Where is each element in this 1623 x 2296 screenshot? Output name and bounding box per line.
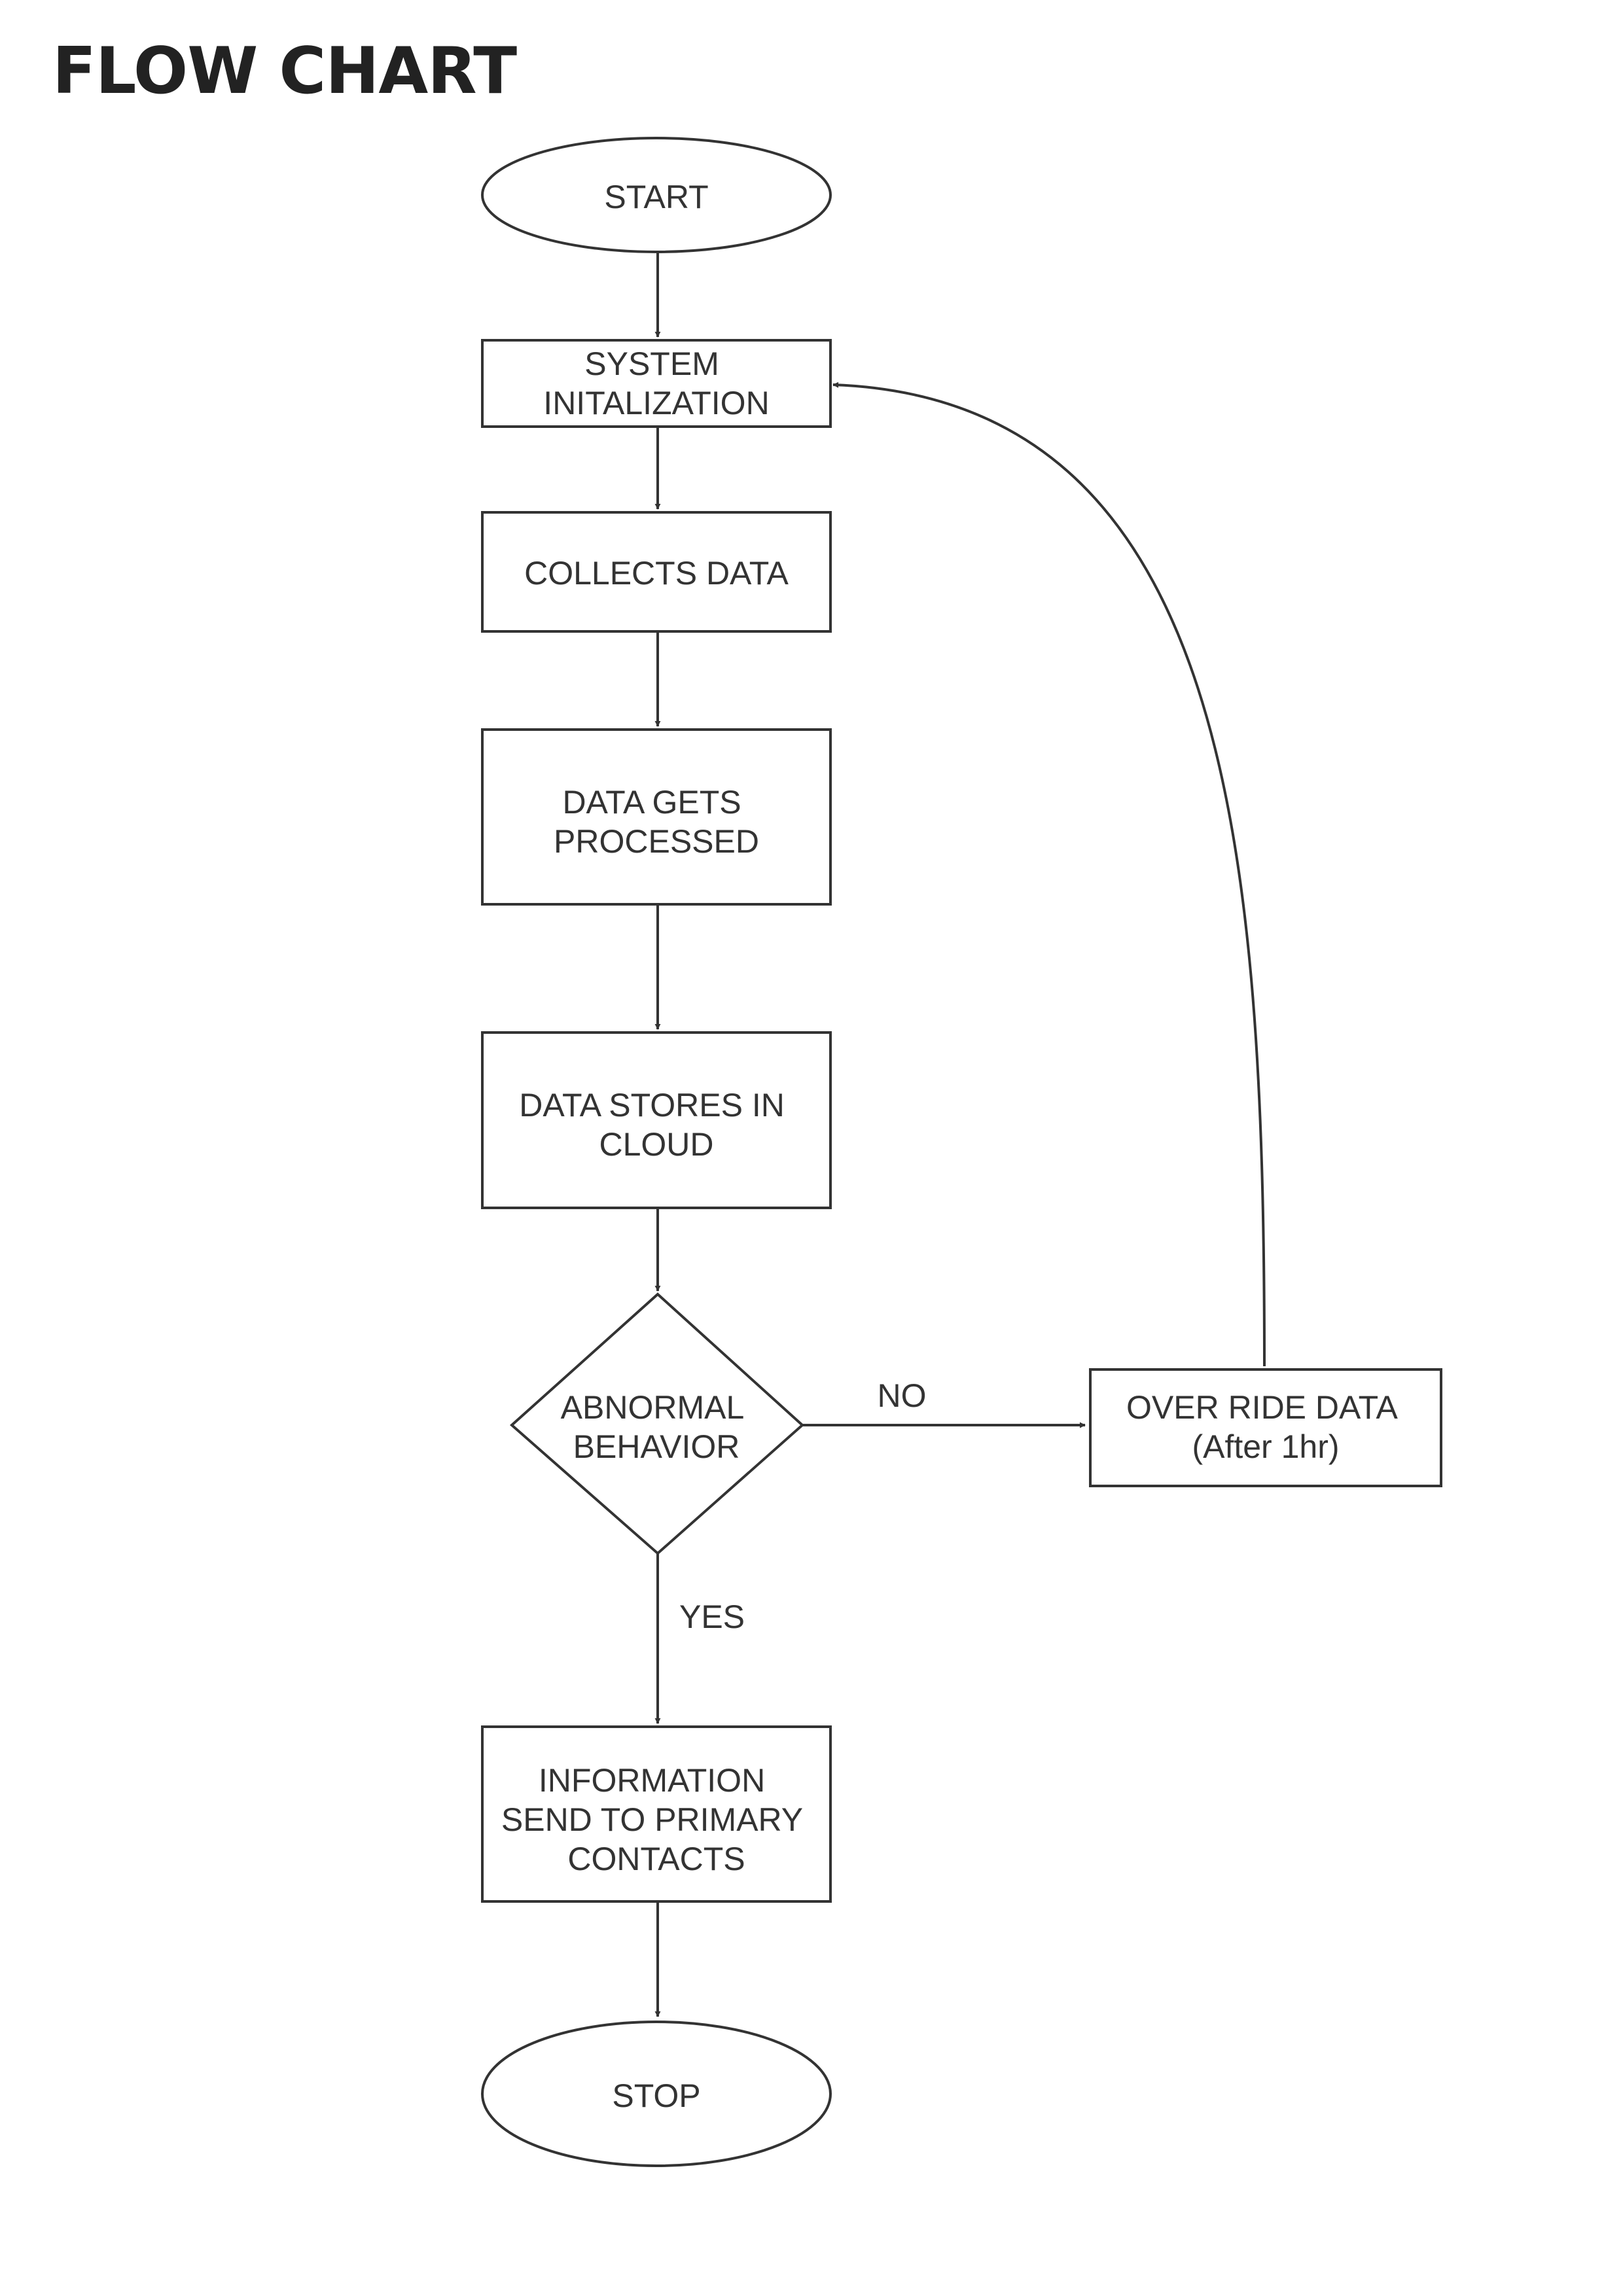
node-collects-data-label: COLLECTS DATA: [524, 555, 789, 592]
edge-label-yes: YES: [679, 1598, 745, 1635]
node-system-initialization: SYSTEM INITALIZATION: [481, 339, 832, 428]
stop-terminal: [481, 2021, 832, 2167]
node-abnormal-behavior: ABNORMAL BEHAVIOR: [509, 1292, 804, 1555]
node-override-data-label: OVER RIDE DATA (After 1hr): [1126, 1389, 1405, 1465]
node-stop-label: STOP: [612, 2077, 700, 2114]
data-stores-in-cloud-box: [481, 1031, 832, 1209]
node-data-stores-in-cloud: DATA STORES IN CLOUD: [481, 1031, 832, 1209]
override-data-box: [1089, 1368, 1442, 1487]
information-send-box: [481, 1725, 832, 1903]
collects-data-box: [481, 511, 832, 633]
edge-override-to-init: [832, 381, 1266, 1367]
data-gets-processed-box: [481, 728, 832, 906]
start-terminal: [481, 137, 832, 253]
page-title: FLOW CHART: [52, 34, 517, 109]
edge-label-no: NO: [878, 1377, 927, 1414]
node-data-gets-processed: DATA GETS PROCESSED: [481, 728, 832, 906]
node-override-data: OVER RIDE DATA (After 1hr): [1089, 1368, 1442, 1487]
system-initialization-box: [481, 339, 832, 428]
abnormal-behavior-decision: [509, 1292, 804, 1555]
node-start: START: [481, 137, 832, 253]
node-stop: STOP: [481, 2021, 832, 2167]
node-information-send-label: INFORMATION SEND TO PRIMARY CONTACTS: [501, 1762, 812, 1877]
node-data-gets-processed-label: DATA GETS PROCESSED: [554, 784, 759, 860]
node-information-send: INFORMATION SEND TO PRIMARY CONTACTS: [481, 1725, 832, 1903]
node-data-stores-in-cloud-label: DATA STORES IN CLOUD: [519, 1087, 794, 1163]
node-collects-data: COLLECTS DATA: [481, 511, 832, 633]
node-start-label: START: [604, 179, 708, 215]
node-system-initialization-label: SYSTEM INITALIZATION: [543, 345, 769, 421]
node-abnormal-behavior-label: ABNORMAL BEHAVIOR: [561, 1389, 753, 1465]
connectors: [654, 252, 1266, 2017]
